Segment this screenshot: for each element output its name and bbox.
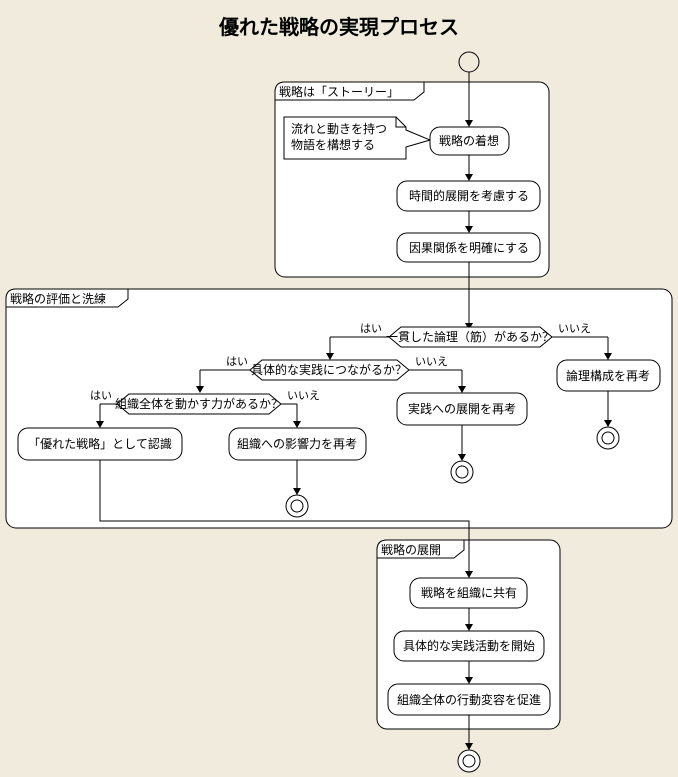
activity-share: [409, 577, 528, 609]
branch-no-3: いいえ: [287, 389, 320, 402]
branch-no-1: いいえ: [558, 322, 591, 335]
end-node-practice: [450, 460, 474, 484]
group-evaluate-label: 戦略の評価と洗練: [10, 291, 106, 306]
group-story-label: 戦略は「ストーリー」: [279, 84, 399, 99]
activity-causal: [396, 232, 541, 263]
decision-practice: [249, 359, 410, 381]
activity-temporal-label: 時間的展開を考慮する: [409, 188, 529, 203]
group-evaluate-tab: [5, 288, 129, 308]
diagram-title: 優れた戦略の実現プロセス: [218, 15, 459, 39]
activity-causal-label: 因果関係を明確にする: [409, 240, 529, 255]
group-story-tab: [274, 81, 425, 101]
end-node-logic: [596, 426, 620, 450]
branch-yes-3: はい: [90, 389, 112, 402]
activity-start-label: 具体的な実践活動を開始: [403, 638, 535, 653]
decision-logic-label: 一貫した論理（筋）があるか？: [386, 329, 554, 344]
group-evaluate: [5, 288, 673, 529]
activity-temporal: [396, 180, 541, 212]
activity-start: [393, 630, 545, 662]
end-node-influence: [285, 494, 309, 518]
note-line-1: 流れと動きを持つ: [291, 121, 387, 136]
decision-practice-label: 具体的な実践につながるか？: [251, 362, 407, 377]
decision-logic: [388, 326, 553, 348]
decision-influence: [116, 393, 282, 415]
activity-change: [387, 683, 551, 716]
activity-recheck-influence-label: 組織への影響力を再考: [237, 436, 357, 451]
decision-influence-label: 組織全体を動かす力があるか？: [115, 396, 283, 411]
branch-yes-2: はい: [226, 355, 248, 368]
activity-conceive: [429, 126, 510, 156]
activity-recheck-logic: [556, 359, 661, 392]
note-line-2: 物語を構想する: [291, 137, 375, 152]
end-node-final: [457, 749, 481, 773]
activity-recognized: [17, 427, 183, 461]
group-deploy-tab: [376, 539, 465, 559]
activity-recheck-influence: [228, 427, 367, 461]
group-deploy-label: 戦略の展開: [381, 542, 441, 557]
activity-share-label: 戦略を組織に共有: [421, 585, 517, 600]
branch-yes-1: はい: [360, 322, 382, 335]
activity-recheck-logic-label: 論理構成を再考: [566, 368, 650, 383]
activity-recheck-practice: [396, 392, 528, 426]
activity-change-label: 組織全体の行動変容を促進: [397, 692, 541, 707]
activity-conceive-label: 戦略の着想: [439, 133, 499, 148]
branch-no-2: いいえ: [415, 355, 448, 368]
activity-recognized-label: 「優れた戦略」として認識: [28, 436, 172, 451]
start-node: [458, 51, 480, 73]
activity-recheck-practice-label: 実践への展開を再考: [408, 401, 516, 416]
